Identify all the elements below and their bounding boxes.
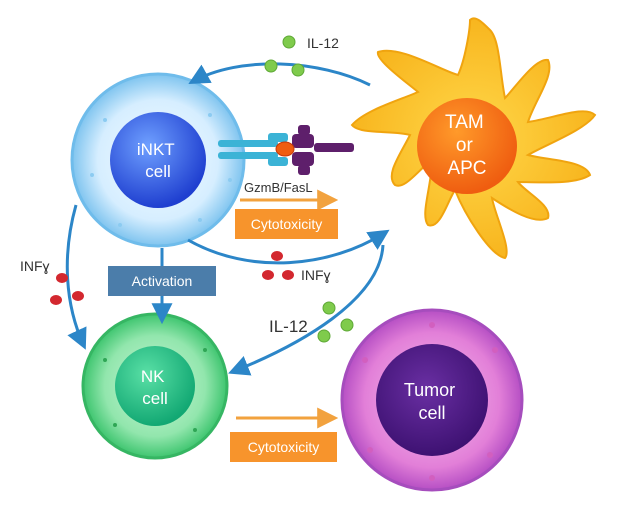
il12-dots-top bbox=[264, 35, 305, 77]
tam-cell bbox=[350, 17, 597, 260]
tumor-cell-label: Tumor cell bbox=[404, 380, 460, 423]
inkt-cell-label: iNKT cell bbox=[137, 140, 179, 181]
cytotoxicity-box-top: Cytotoxicity bbox=[235, 209, 338, 239]
tam-cell-label: TAM or APC bbox=[445, 112, 489, 179]
tam-line-1: TAM bbox=[445, 112, 484, 133]
gzmb-fasl-label: GzmB/FasL bbox=[244, 180, 313, 195]
tcr-cd1d-synapse bbox=[218, 125, 354, 175]
infg-dots-mid bbox=[262, 251, 294, 280]
tumor-line-1: Tumor bbox=[404, 380, 455, 400]
il12-dots-mid bbox=[317, 301, 354, 343]
arrow-inkt-to-nk bbox=[65, 204, 87, 350]
arrow-tam-to-nk bbox=[228, 244, 385, 376]
nk-cell-label: NK cell bbox=[141, 367, 169, 408]
nk-cell bbox=[81, 312, 229, 460]
cytotoxicity-top-label: Cytotoxicity bbox=[251, 216, 323, 232]
il12-label-mid: IL-12 bbox=[269, 317, 308, 336]
inkt-line-1: iNKT bbox=[137, 140, 174, 159]
cytotoxicity-box-bottom: Cytotoxicity bbox=[230, 432, 337, 462]
inkt-cell bbox=[70, 72, 246, 248]
inkt-line-2: cell bbox=[145, 162, 171, 181]
tam-line-2: or bbox=[456, 135, 474, 156]
tam-line-3: APC bbox=[447, 158, 486, 179]
activation-box: Activation bbox=[108, 266, 216, 296]
tumor-cell bbox=[340, 308, 524, 492]
infg-dots-left bbox=[50, 273, 84, 305]
nk-line-1: NK bbox=[141, 367, 165, 386]
cytotoxicity-bottom-label: Cytotoxicity bbox=[248, 439, 320, 455]
infg-label-left: INFɣ bbox=[20, 258, 50, 274]
tumor-line-2: cell bbox=[418, 403, 445, 423]
il12-label-top: IL-12 bbox=[307, 35, 339, 51]
nk-line-2: cell bbox=[142, 389, 168, 408]
arrow-tam-to-inkt bbox=[188, 62, 371, 87]
arrow-inkt-to-tam bbox=[187, 229, 390, 265]
infg-label-mid: INFɣ bbox=[301, 267, 331, 283]
activation-label: Activation bbox=[132, 273, 193, 289]
